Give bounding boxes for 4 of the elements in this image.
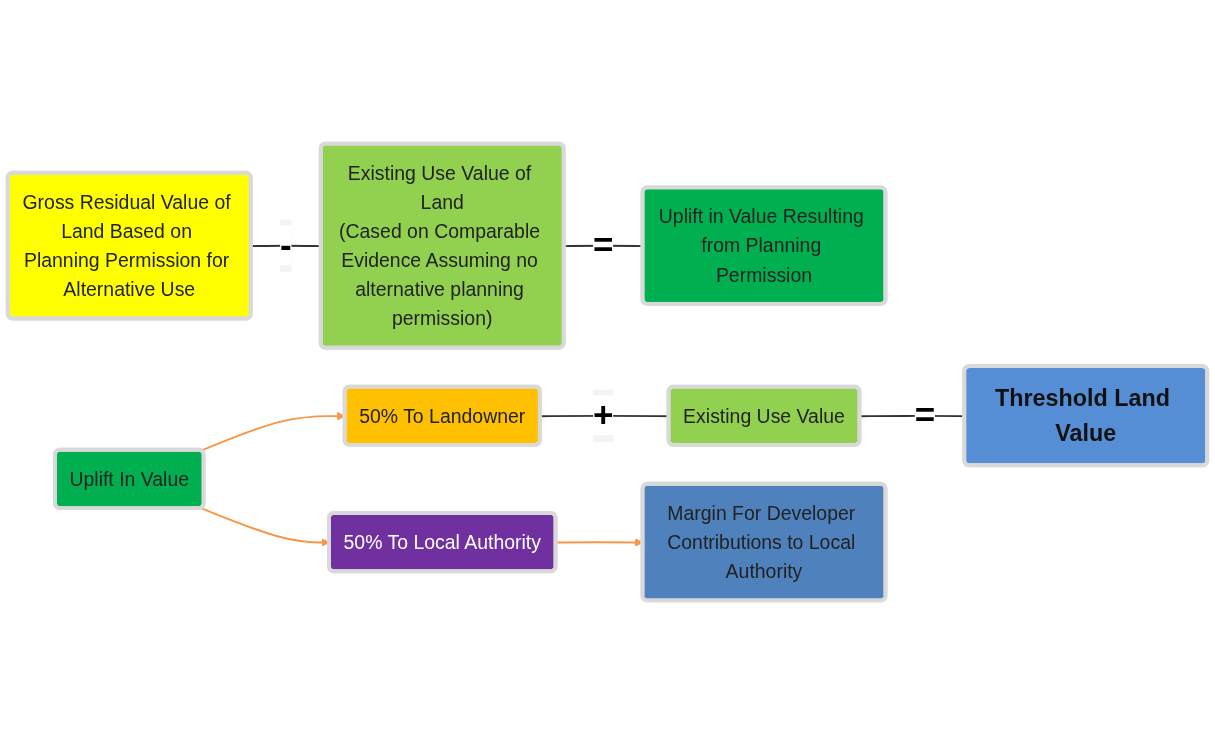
- edge-label: =: [914, 395, 936, 436]
- edge-label: +: [592, 395, 614, 436]
- edge-label: -: [279, 225, 292, 266]
- edge-label: =: [592, 225, 614, 266]
